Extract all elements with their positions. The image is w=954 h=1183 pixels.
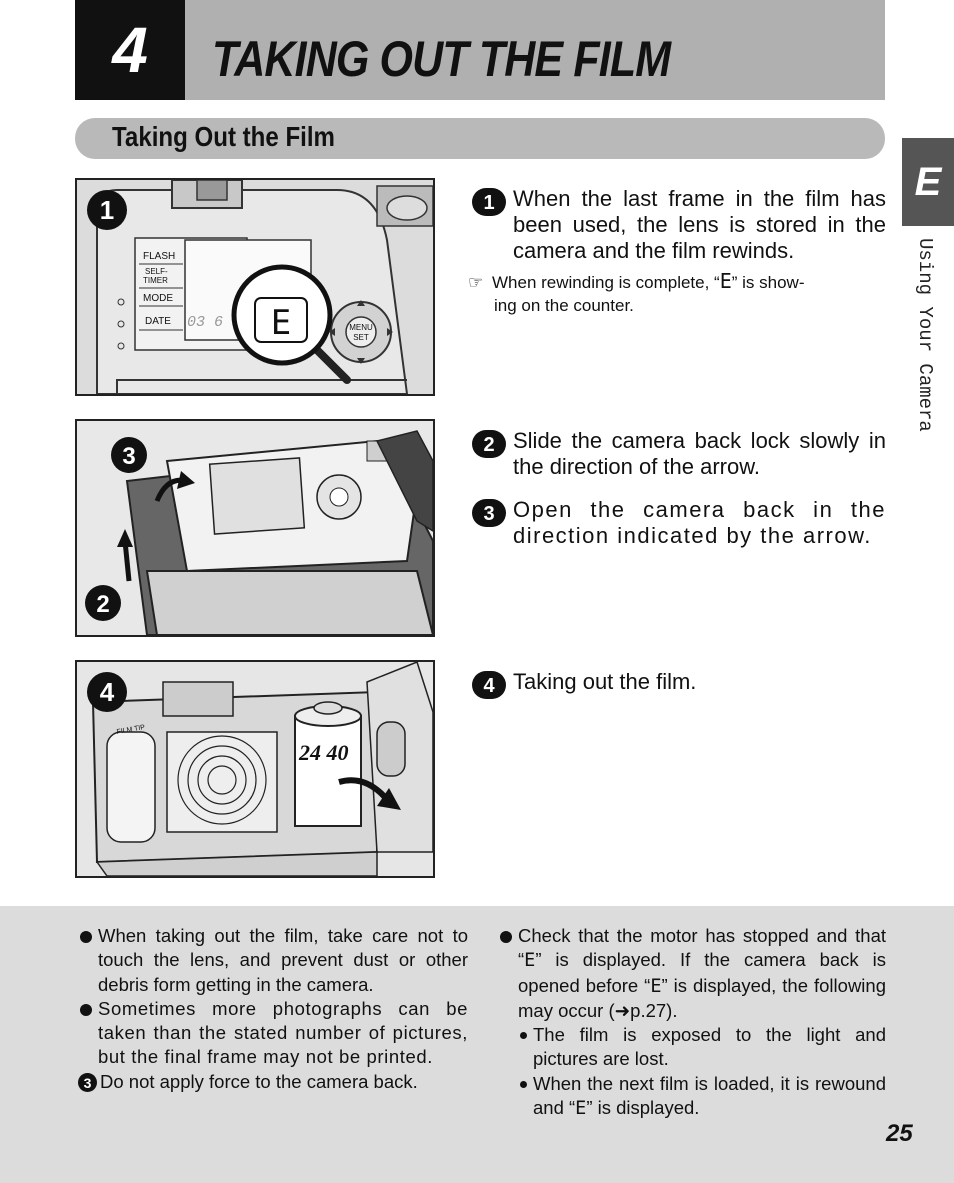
film-removal-illustration: 4 FILM TIP 24 40 xyxy=(77,662,433,876)
pointing-hand-icon: ☞ xyxy=(468,273,484,292)
step-3-number-icon: 3 xyxy=(472,499,506,527)
timer-label: TIMER xyxy=(143,276,168,285)
bullet-icon xyxy=(80,931,92,943)
notes-right-column: Check that the motor has stopped and tha… xyxy=(498,924,886,1121)
note-lens-care: When taking out the film, take care not … xyxy=(78,924,468,997)
self-label: SELF- xyxy=(145,267,168,276)
step-4-number-icon: 4 xyxy=(472,671,506,699)
step-4-text: Taking out the film. xyxy=(513,669,697,694)
step-1-number-icon: 1 xyxy=(472,188,506,216)
bullet-icon xyxy=(500,931,512,943)
fig1-marker: 1 xyxy=(100,195,114,225)
svg-text:3: 3 xyxy=(84,1075,92,1091)
camera-back-open-illustration: 3 2 xyxy=(77,421,433,635)
step-4: 4 Taking out the film. xyxy=(472,669,886,699)
notes-panel xyxy=(0,906,954,1183)
section-title: Taking Out the Film xyxy=(112,121,335,152)
section-bar xyxy=(75,118,885,159)
note-motor-check: Check that the motor has stopped and tha… xyxy=(498,924,886,1023)
title-bar xyxy=(185,0,885,100)
bullet-icon xyxy=(80,1003,92,1016)
lcd-symbol: E xyxy=(271,303,291,343)
chapter-number: 4 xyxy=(75,0,185,100)
page-number: 25 xyxy=(886,1120,913,1147)
step-2-number-icon: 2 xyxy=(472,430,506,458)
step-1-text: When the last frame in the film has been… xyxy=(513,186,886,263)
flash-label: FLASH xyxy=(143,251,175,262)
figure-take-film: 4 FILM TIP 24 40 xyxy=(75,660,435,878)
camera-back-illustration: 1 FLASH SELF- TIMER MODE DATE 03 6 E MEN… xyxy=(77,180,433,394)
language-tab: E xyxy=(902,138,954,226)
date-counter-text: 03 6 xyxy=(187,314,223,331)
svg-text:3: 3 xyxy=(483,503,494,525)
note-film-exposed: The film is exposed to the light and pic… xyxy=(498,1023,886,1072)
step-2-text: Slide the camera back lock slowly in the… xyxy=(513,428,886,479)
set-label: SET xyxy=(353,333,369,342)
figure-open-back: 3 2 xyxy=(75,419,435,637)
notes-left-column: When taking out the film, take care not … xyxy=(78,924,468,1094)
side-tab-label: Using Your Camera xyxy=(914,238,936,432)
fig3-marker: 4 xyxy=(100,677,115,707)
figure-camera-lcd: 1 FLASH SELF- TIMER MODE DATE 03 6 E MEN… xyxy=(75,178,435,396)
svg-text:4: 4 xyxy=(483,675,495,697)
note-camera-back-force: 3 Do not apply force to the camera back. xyxy=(78,1070,468,1094)
film-numbers: 24 40 xyxy=(298,740,349,765)
step-1: 1 When the last frame in the film has be… xyxy=(472,186,886,264)
menu-label: MENU xyxy=(349,323,373,332)
step-3: 3 Open the camera back in the direction … xyxy=(472,497,886,549)
svg-text:2: 2 xyxy=(483,434,494,456)
note-extra-frames: Sometimes more photographs can be taken … xyxy=(78,997,468,1070)
arrow-right-icon: ➜ xyxy=(614,999,631,1021)
number-3-icon: 3 xyxy=(78,1072,97,1092)
bullet-icon xyxy=(520,1080,527,1088)
fig2-marker-2: 2 xyxy=(96,591,109,618)
svg-text:1: 1 xyxy=(483,192,494,214)
bullet-icon xyxy=(520,1032,527,1040)
mode-label: MODE xyxy=(143,293,173,304)
page-title: TAKING OUT THE FILM xyxy=(212,31,671,87)
step-2: 2 Slide the camera back lock slowly in t… xyxy=(472,428,886,480)
film-tip-label: FILM TIP xyxy=(116,724,146,736)
rewind-note: ☞When rewinding is complete, “E” is show… xyxy=(468,269,805,316)
counter-e-symbol: E xyxy=(719,269,732,293)
note-next-film: When the next film is loaded, it is rewo… xyxy=(498,1072,886,1122)
step-3-text: Open the camera back in the direction in… xyxy=(513,497,886,548)
fig2-marker-3: 3 xyxy=(122,443,135,470)
date-label: DATE xyxy=(145,316,171,327)
